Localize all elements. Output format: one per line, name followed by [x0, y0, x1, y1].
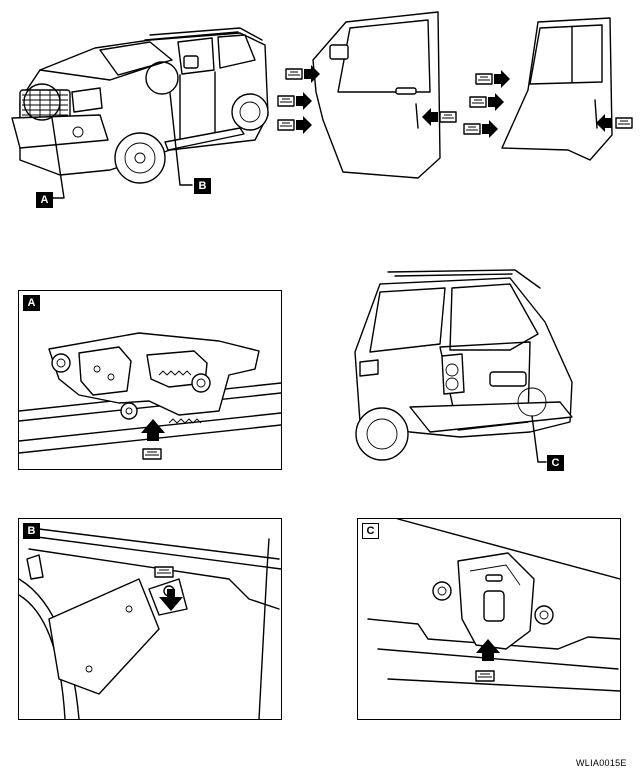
- figure-reference-code: WLIA0015E: [576, 758, 627, 768]
- panel-c-label: C: [362, 523, 379, 539]
- callout-b: B: [194, 178, 211, 194]
- suv-front-illustration: A B: [0, 0, 280, 210]
- front-door-illustration: [277, 0, 458, 200]
- panel-a-label: A: [23, 295, 40, 311]
- panel-b-label: B: [23, 523, 40, 539]
- suv-rear-illustration: C: [340, 262, 580, 480]
- callout-c: C: [547, 455, 564, 471]
- detail-panel-c: C: [357, 518, 621, 720]
- detail-panel-a: A: [18, 290, 282, 470]
- detail-panel-b: B: [18, 518, 282, 720]
- rear-door-illustration: [460, 0, 640, 200]
- callout-a: A: [36, 192, 53, 208]
